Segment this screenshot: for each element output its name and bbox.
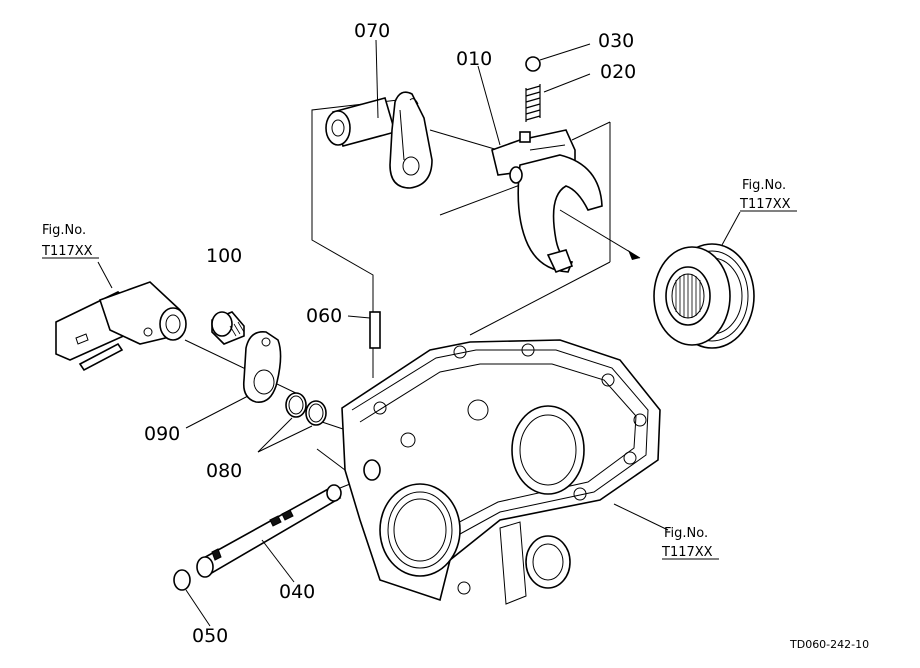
part-020-spring	[525, 84, 541, 122]
fig-ref-right-lower-code: T117XX	[661, 545, 713, 560]
fig-ref-right-upper-title: Fig.No.	[742, 178, 786, 193]
transmission-case	[341, 339, 669, 605]
label-080: 080	[206, 460, 242, 482]
fig-ref-left: Fig.No. T117XX	[41, 223, 99, 259]
label-040: 040	[279, 581, 315, 603]
fig-ref-right-upper-code: T117XX	[739, 197, 791, 212]
part-050-circlip	[173, 569, 211, 627]
fig-ref-left-code: T117XX	[41, 244, 93, 259]
label-100: 100	[206, 245, 242, 267]
fig-ref-right-upper: Fig.No. T117XX	[739, 178, 797, 212]
label-070: 070	[354, 20, 390, 42]
fig-ref-right-lower-title: Fig.No.	[664, 526, 708, 541]
part-040-shift-rod	[196, 484, 342, 583]
label-020: 020	[600, 61, 636, 83]
part-010-shift-fork	[491, 129, 603, 274]
label-050: 050	[192, 625, 228, 647]
label-090: 090	[144, 423, 180, 445]
part-080-o-rings	[257, 392, 327, 453]
part-070-shift-arm	[325, 91, 433, 189]
label-060: 060	[306, 305, 342, 327]
drawing-code: TD060-242-10	[789, 638, 869, 651]
fig-ref-left-title: Fig.No.	[42, 223, 86, 238]
label-010: 010	[456, 48, 492, 70]
fig-ref-right-lower: Fig.No. T117XX	[661, 526, 719, 560]
part-100-plug	[211, 311, 245, 345]
label-030: 030	[598, 30, 634, 52]
left-referenced-assembly	[55, 261, 187, 372]
bearing-assembly	[653, 211, 755, 349]
part-090-plate	[185, 331, 282, 429]
part-060-pin	[347, 311, 381, 349]
part-030-ball	[375, 39, 591, 146]
